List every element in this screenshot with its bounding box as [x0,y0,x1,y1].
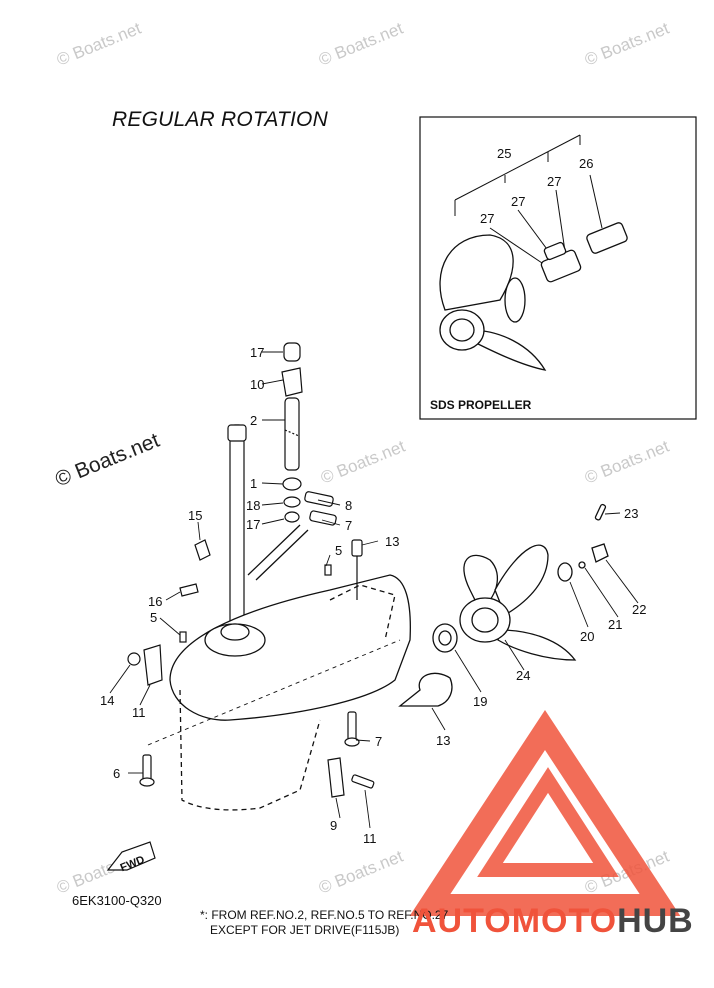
callout-23: 23 [624,506,638,521]
callout-5a: 5 [335,543,342,558]
callout-27a: 27 [547,174,561,189]
callout-18: 18 [246,498,260,513]
diagram-title: REGULAR ROTATION [112,108,328,131]
fwd-arrow-icon [106,841,156,871]
logo-part1: AUTOMOTO [412,902,618,940]
footnote: *: FROM REF.NO.2, REF.NO.5 TO REF.NO.27 … [200,908,449,937]
callout-5b: 5 [150,610,157,625]
callout-3: 17 [250,345,264,360]
lower-case-drawing [169,524,411,811]
callout-11: 11 [132,705,146,720]
logo: AUTOMOTOHUB [412,902,694,941]
callout-27b: 27 [511,194,525,209]
callout-12: 11 [363,831,377,846]
callout-9: 8 [345,498,352,513]
diagram-code: 6EK3100-Q320 [72,893,162,908]
callout-15: 13 [385,534,399,549]
callout-25: 25 [497,146,511,161]
callout-19: 19 [473,694,487,709]
callout-1: 1 [250,476,257,491]
inset-frame [419,116,697,420]
callout-2: 2 [250,413,257,428]
callout-24: 24 [516,668,530,683]
callout-26: 26 [579,156,593,171]
callout-17: 17 [246,517,260,532]
callout-6: 6 [113,766,120,781]
callout-labels: 17 10 2 1 18 17 8 7 13 5 15 16 5 14 11 6… [100,146,646,846]
callout-27c: 27 [480,211,494,226]
callout-4: 10 [250,377,264,392]
callout-22: 22 [632,602,646,617]
propeller-drawing [398,503,609,707]
callout-16b: 16 [148,594,162,609]
inset-title: SDS PROPELLER [430,398,532,412]
callout-8: 7 [345,518,352,533]
callout-10: 9 [330,818,337,833]
callout-14: 13 [436,733,450,748]
sds-propeller-drawing [439,222,628,371]
logo-mark [409,709,681,916]
callout-16a: 15 [188,508,202,523]
callout-7: 7 [375,734,382,749]
callout-13: 14 [100,693,114,708]
callout-20: 20 [580,629,594,644]
logo-part2: HUB [617,902,694,940]
callout-21: 21 [608,617,622,632]
